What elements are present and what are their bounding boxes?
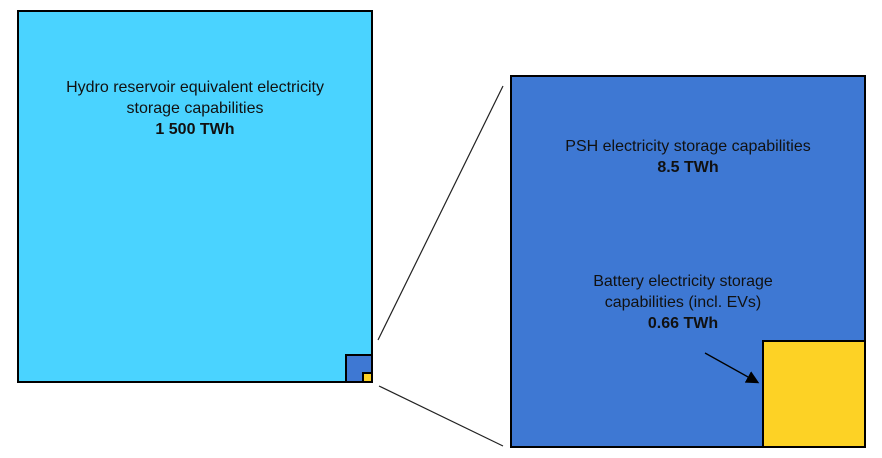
hydro-reservoir-box [17, 10, 373, 383]
psh-value: 8.5 TWh [657, 159, 719, 176]
battery-arrow [704, 352, 760, 384]
hydro-label: Hydro reservoir equivalent electricity s… [17, 77, 373, 140]
hydro-value: 1 500 TWh [155, 121, 235, 138]
battery-label-line2: capabilities (incl. EVs) [604, 294, 762, 311]
zoom-line-top [377, 85, 504, 341]
battery-inset-box [362, 372, 373, 383]
hydro-label-line1: Hydro reservoir equivalent electricity [66, 79, 324, 96]
zoom-line-bottom [378, 385, 504, 447]
battery-zoom-box [762, 340, 866, 448]
hydro-label-line2: storage capabilities [126, 100, 264, 117]
psh-label: PSH electricity storage capabilities 8.5… [510, 136, 866, 178]
psh-inset-box [345, 354, 373, 383]
battery-label-line1: Battery electricity storage [593, 273, 773, 290]
battery-value: 0.66 TWh [647, 315, 719, 332]
psh-label-line1: PSH electricity storage capabilities [565, 138, 811, 155]
battery-label: Battery electricity storage capabilities… [560, 271, 806, 334]
